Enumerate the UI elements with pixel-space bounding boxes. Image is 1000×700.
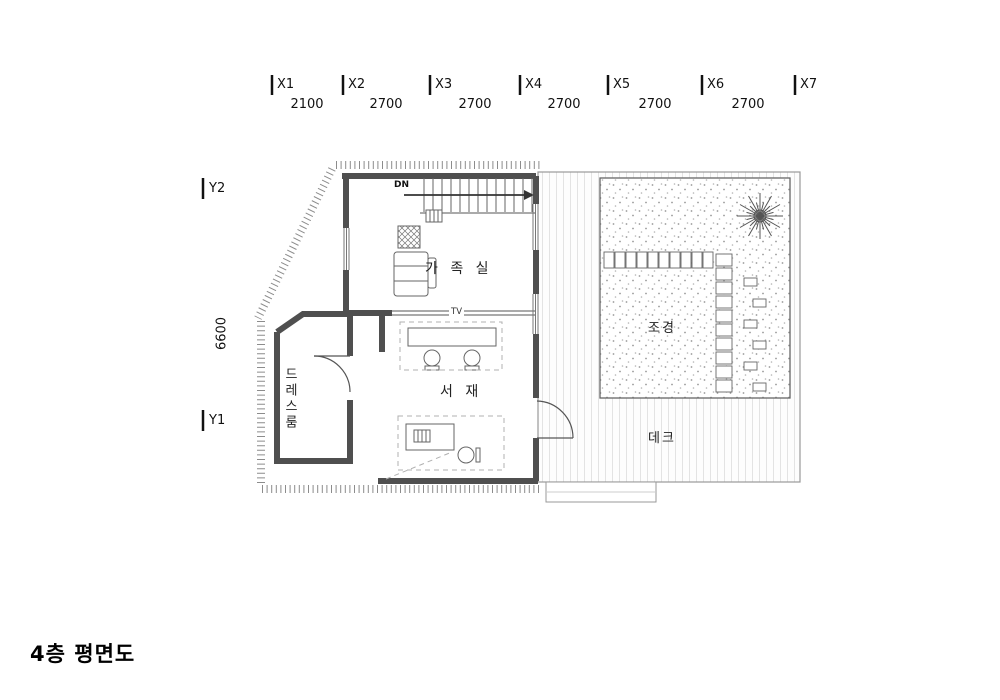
dashed-guides (385, 321, 505, 480)
room-label-dressroom: 드레스룸 (282, 367, 297, 431)
stepping-stones (603, 251, 767, 393)
door-arcs (313, 355, 574, 439)
windows (342, 204, 540, 334)
tree-icon (737, 193, 783, 239)
study-furniture (405, 327, 497, 464)
room-label-landscape: 조경 (648, 321, 676, 336)
stair-dn-label: DN (394, 180, 410, 190)
dimension-x3-x4: 2700 (458, 97, 492, 112)
axis-label-x5: X5 (613, 77, 631, 92)
family-room-furniture (393, 209, 443, 297)
grid-ticks (201, 75, 797, 431)
stairs (404, 178, 534, 212)
dimension-x4-x5: 2700 (547, 97, 581, 112)
axis-label-x2: X2 (348, 77, 366, 92)
axis-label-y1: Y1 (209, 413, 226, 428)
room-label-study: 서 재 (440, 384, 483, 400)
drawing-title: 4층 평면도 (30, 642, 136, 666)
dimension-x2-x3: 2700 (369, 97, 403, 112)
axis-label-x1: X1 (277, 77, 295, 92)
dimension-y1-y2: 6600 (214, 316, 230, 351)
room-label-family: 가 족 실 (425, 261, 493, 277)
axis-label-y2: Y2 (209, 181, 226, 196)
property-boundary-hatch (254, 161, 541, 493)
axis-label-x4: X4 (525, 77, 543, 92)
axis-label-x6: X6 (707, 77, 725, 92)
dimension-x6-x7: 2700 (731, 97, 765, 112)
dimension-x5-x6: 2700 (638, 97, 672, 112)
axis-label-x3: X3 (435, 77, 453, 92)
tv-label: TV (449, 307, 465, 317)
dimension-x1-x2: 2100 (290, 97, 324, 112)
room-label-deck: 데크 (648, 431, 676, 446)
axis-label-x7: X7 (800, 77, 818, 92)
